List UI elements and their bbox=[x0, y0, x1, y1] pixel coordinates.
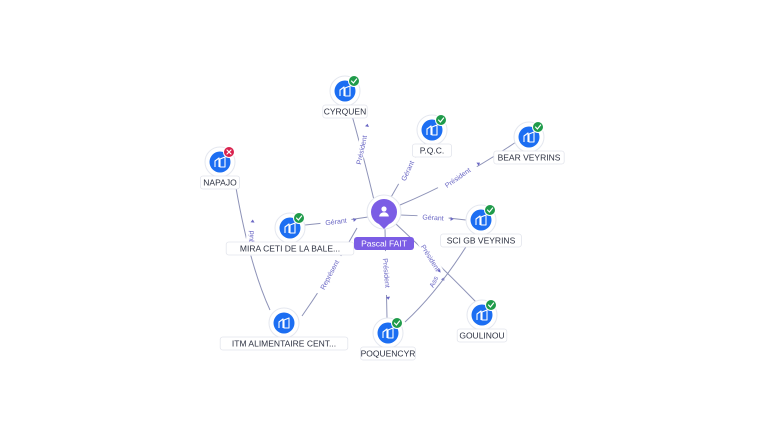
relation-label-bg bbox=[319, 215, 352, 227]
relation-label-bg bbox=[315, 253, 343, 296]
company-node-napajo[interactable]: NAPAJO bbox=[199, 146, 240, 190]
relation-label: Président bbox=[356, 135, 369, 165]
company-node-pqc[interactable]: P.Q.C. bbox=[411, 114, 452, 158]
company-label: P.Q.C. bbox=[420, 146, 444, 156]
relation-arrow-icon bbox=[353, 217, 357, 222]
company-node-cyrquen[interactable]: CYRQUEN bbox=[322, 75, 368, 119]
company-label: CYRQUEN bbox=[324, 107, 367, 117]
relation-arrow-icon bbox=[250, 219, 255, 223]
relation-label: Président bbox=[444, 167, 472, 190]
person-icon bbox=[379, 206, 389, 217]
company-label: ITM ALIMENTAIRE CENT... bbox=[232, 339, 336, 349]
relation-label-bg bbox=[381, 250, 393, 296]
company-node-bear[interactable]: BEAR VEYRINS bbox=[493, 121, 565, 165]
relation-label: Ass bbox=[429, 275, 440, 289]
cross-icon bbox=[223, 146, 235, 158]
building-icon bbox=[475, 214, 487, 226]
relation-label: Gérant bbox=[422, 214, 444, 222]
relation-label: Liquid bbox=[247, 230, 256, 249]
building-icon bbox=[426, 124, 438, 136]
company-label: SCI GB VEYRINS bbox=[447, 236, 516, 246]
relation-edge[interactable]: Gérant bbox=[399, 212, 467, 223]
check-icon bbox=[293, 212, 305, 224]
relation-arrow-icon bbox=[386, 296, 391, 300]
company-label: POQUENCYR bbox=[361, 349, 416, 359]
check-icon bbox=[391, 317, 403, 329]
center-node[interactable]: Pascal FAIT bbox=[354, 194, 414, 250]
company-node-goulinou[interactable]: GOULINOU bbox=[456, 299, 508, 343]
company-label-bg bbox=[219, 336, 349, 351]
building-icon bbox=[523, 131, 535, 143]
company-label-bg bbox=[322, 104, 368, 119]
relation-arrow-icon bbox=[365, 123, 369, 128]
company-node-itm[interactable]: ITM ALIMENTAIRE CENT... bbox=[219, 307, 349, 351]
relation-label-bg bbox=[417, 212, 449, 222]
building-icon bbox=[476, 309, 488, 321]
company-node-mira[interactable]: MIRA CETI DE LA BALE... bbox=[225, 212, 355, 256]
company-label: MIRA CETI DE LA BALE... bbox=[240, 244, 340, 254]
check-icon bbox=[435, 114, 447, 126]
relation-label-bg bbox=[415, 236, 446, 279]
relation-arrow-icon bbox=[450, 216, 454, 221]
check-icon bbox=[532, 121, 544, 133]
company-label-bg bbox=[440, 233, 522, 248]
check-icon bbox=[348, 75, 360, 87]
building-icon bbox=[278, 317, 290, 329]
relation-arrow-icon bbox=[436, 269, 441, 273]
relation-arrow-icon bbox=[476, 162, 481, 166]
nodes-layer: CYRQUEN P.Q.C. BEAR VEYRINS NAPAJO MIRA CETI… bbox=[199, 75, 565, 361]
relation-label-bg bbox=[396, 154, 418, 187]
relation-edge[interactable]: Président bbox=[348, 104, 375, 201]
relation-edge[interactable]: Gérant bbox=[304, 215, 369, 228]
company-label: BEAR VEYRINS bbox=[498, 153, 561, 163]
company-node-poquencyr[interactable]: POQUENCYR bbox=[360, 317, 416, 361]
relation-label: Gérant bbox=[325, 218, 347, 228]
company-label-bg bbox=[493, 150, 565, 165]
relation-label-bg bbox=[437, 161, 478, 194]
relation-label: Président bbox=[381, 258, 391, 288]
check-icon bbox=[484, 204, 496, 216]
company-label: NAPAJO bbox=[203, 178, 237, 188]
center-node-circle bbox=[371, 199, 397, 225]
center-name-badge bbox=[354, 237, 414, 250]
relation-label-bg bbox=[425, 271, 441, 292]
company-label-bg bbox=[225, 241, 355, 256]
company-label: GOULINOU bbox=[459, 331, 504, 341]
building-icon bbox=[214, 156, 226, 168]
company-label-bg bbox=[456, 328, 508, 343]
building-icon bbox=[284, 222, 296, 234]
relation-edge[interactable]: Représent bbox=[301, 227, 358, 317]
company-node-scigb[interactable]: SCI GB VEYRINS bbox=[440, 204, 522, 248]
company-label-bg bbox=[360, 346, 416, 361]
company-label-bg bbox=[199, 175, 240, 190]
building-icon bbox=[339, 85, 351, 97]
company-label-bg bbox=[411, 143, 452, 158]
center-name-label: Pascal FAIT bbox=[361, 239, 407, 249]
check-icon bbox=[485, 299, 497, 311]
building-icon bbox=[382, 327, 394, 339]
relation-label-bg bbox=[352, 127, 370, 173]
